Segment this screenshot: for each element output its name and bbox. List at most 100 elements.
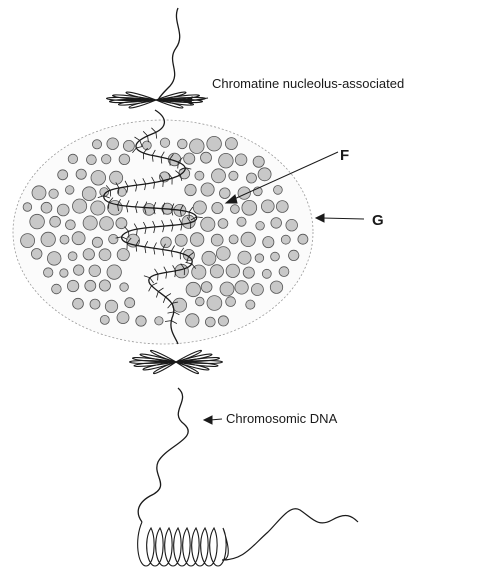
granule — [60, 235, 69, 244]
granule — [246, 300, 255, 309]
granule — [270, 281, 282, 293]
dna-thread-tail — [222, 509, 358, 560]
label-g: G — [372, 212, 384, 229]
granule — [226, 264, 239, 277]
granule — [85, 280, 96, 291]
granule — [261, 200, 274, 213]
granule — [41, 232, 55, 246]
granule — [136, 316, 146, 326]
granule — [216, 247, 230, 261]
granule — [218, 316, 228, 326]
granule — [100, 217, 114, 231]
granule — [207, 136, 222, 151]
granule — [178, 139, 188, 149]
granule — [161, 237, 172, 248]
granule — [120, 283, 129, 292]
granule — [73, 298, 84, 309]
granule — [207, 296, 222, 311]
arrowhead-chromosomic-dna — [204, 416, 212, 424]
granule — [202, 251, 216, 265]
leader-line-g — [322, 218, 364, 219]
granule — [247, 173, 257, 183]
granule — [185, 184, 196, 195]
granule — [73, 199, 87, 213]
granule — [229, 171, 238, 180]
granule — [74, 265, 84, 275]
granule — [30, 214, 45, 229]
granule — [109, 234, 118, 243]
granule — [72, 232, 85, 245]
granule — [107, 265, 121, 279]
granule — [60, 269, 68, 277]
granule — [68, 154, 77, 163]
granule — [173, 298, 187, 312]
granule — [186, 282, 200, 296]
granule — [50, 216, 61, 227]
granule — [289, 250, 299, 260]
granule — [220, 188, 231, 199]
granule — [219, 153, 234, 168]
granule — [190, 139, 205, 154]
granule — [256, 222, 265, 231]
granule — [201, 282, 212, 293]
granule — [286, 219, 298, 231]
lower-chromatin-loops — [130, 350, 223, 373]
granule — [271, 218, 282, 229]
granule — [235, 281, 248, 294]
granule — [83, 249, 94, 260]
granule — [262, 269, 271, 278]
granule — [193, 201, 206, 214]
granule — [226, 297, 236, 307]
dna-thread-bottom — [138, 388, 188, 522]
granule — [241, 232, 255, 246]
coiled-chromosomic-dna — [138, 522, 229, 566]
granule — [238, 251, 251, 264]
granule — [117, 249, 129, 261]
granule — [52, 284, 62, 294]
granule — [99, 280, 110, 291]
granule — [211, 234, 223, 246]
granule — [31, 249, 42, 260]
granule — [68, 252, 77, 261]
granule — [212, 202, 223, 213]
granule — [258, 168, 271, 181]
granule — [218, 219, 228, 229]
granule — [212, 169, 226, 183]
granule — [119, 154, 130, 165]
granule — [58, 170, 68, 180]
granule — [263, 237, 274, 248]
granule — [175, 234, 187, 246]
granule — [274, 186, 283, 195]
granule — [196, 297, 205, 306]
granule — [32, 186, 46, 200]
label-chromosomic-dna: Chromosomic DNA — [226, 411, 338, 426]
dna-coil — [138, 522, 229, 566]
granule — [92, 140, 101, 149]
granule — [125, 298, 135, 308]
granule — [87, 155, 97, 165]
granule — [235, 154, 247, 166]
granule — [201, 217, 215, 231]
label-f: F — [340, 147, 349, 164]
granule — [298, 234, 308, 244]
granule — [229, 235, 238, 244]
granule — [242, 200, 257, 215]
granule — [276, 201, 288, 213]
granule — [271, 252, 280, 261]
label-nucleolus-chromatin: Chromatine nucleolus-associated — [212, 76, 404, 91]
granule — [251, 284, 263, 296]
granule — [186, 314, 199, 327]
granule — [67, 280, 78, 291]
granule — [82, 187, 96, 201]
granule — [184, 153, 195, 164]
granule — [255, 254, 264, 263]
granule — [92, 237, 102, 247]
granule — [192, 265, 206, 279]
granule — [237, 217, 246, 226]
granule — [91, 201, 105, 215]
granule — [238, 187, 250, 199]
arrowhead-g — [316, 214, 324, 222]
granule — [76, 169, 86, 179]
granule — [102, 155, 111, 164]
